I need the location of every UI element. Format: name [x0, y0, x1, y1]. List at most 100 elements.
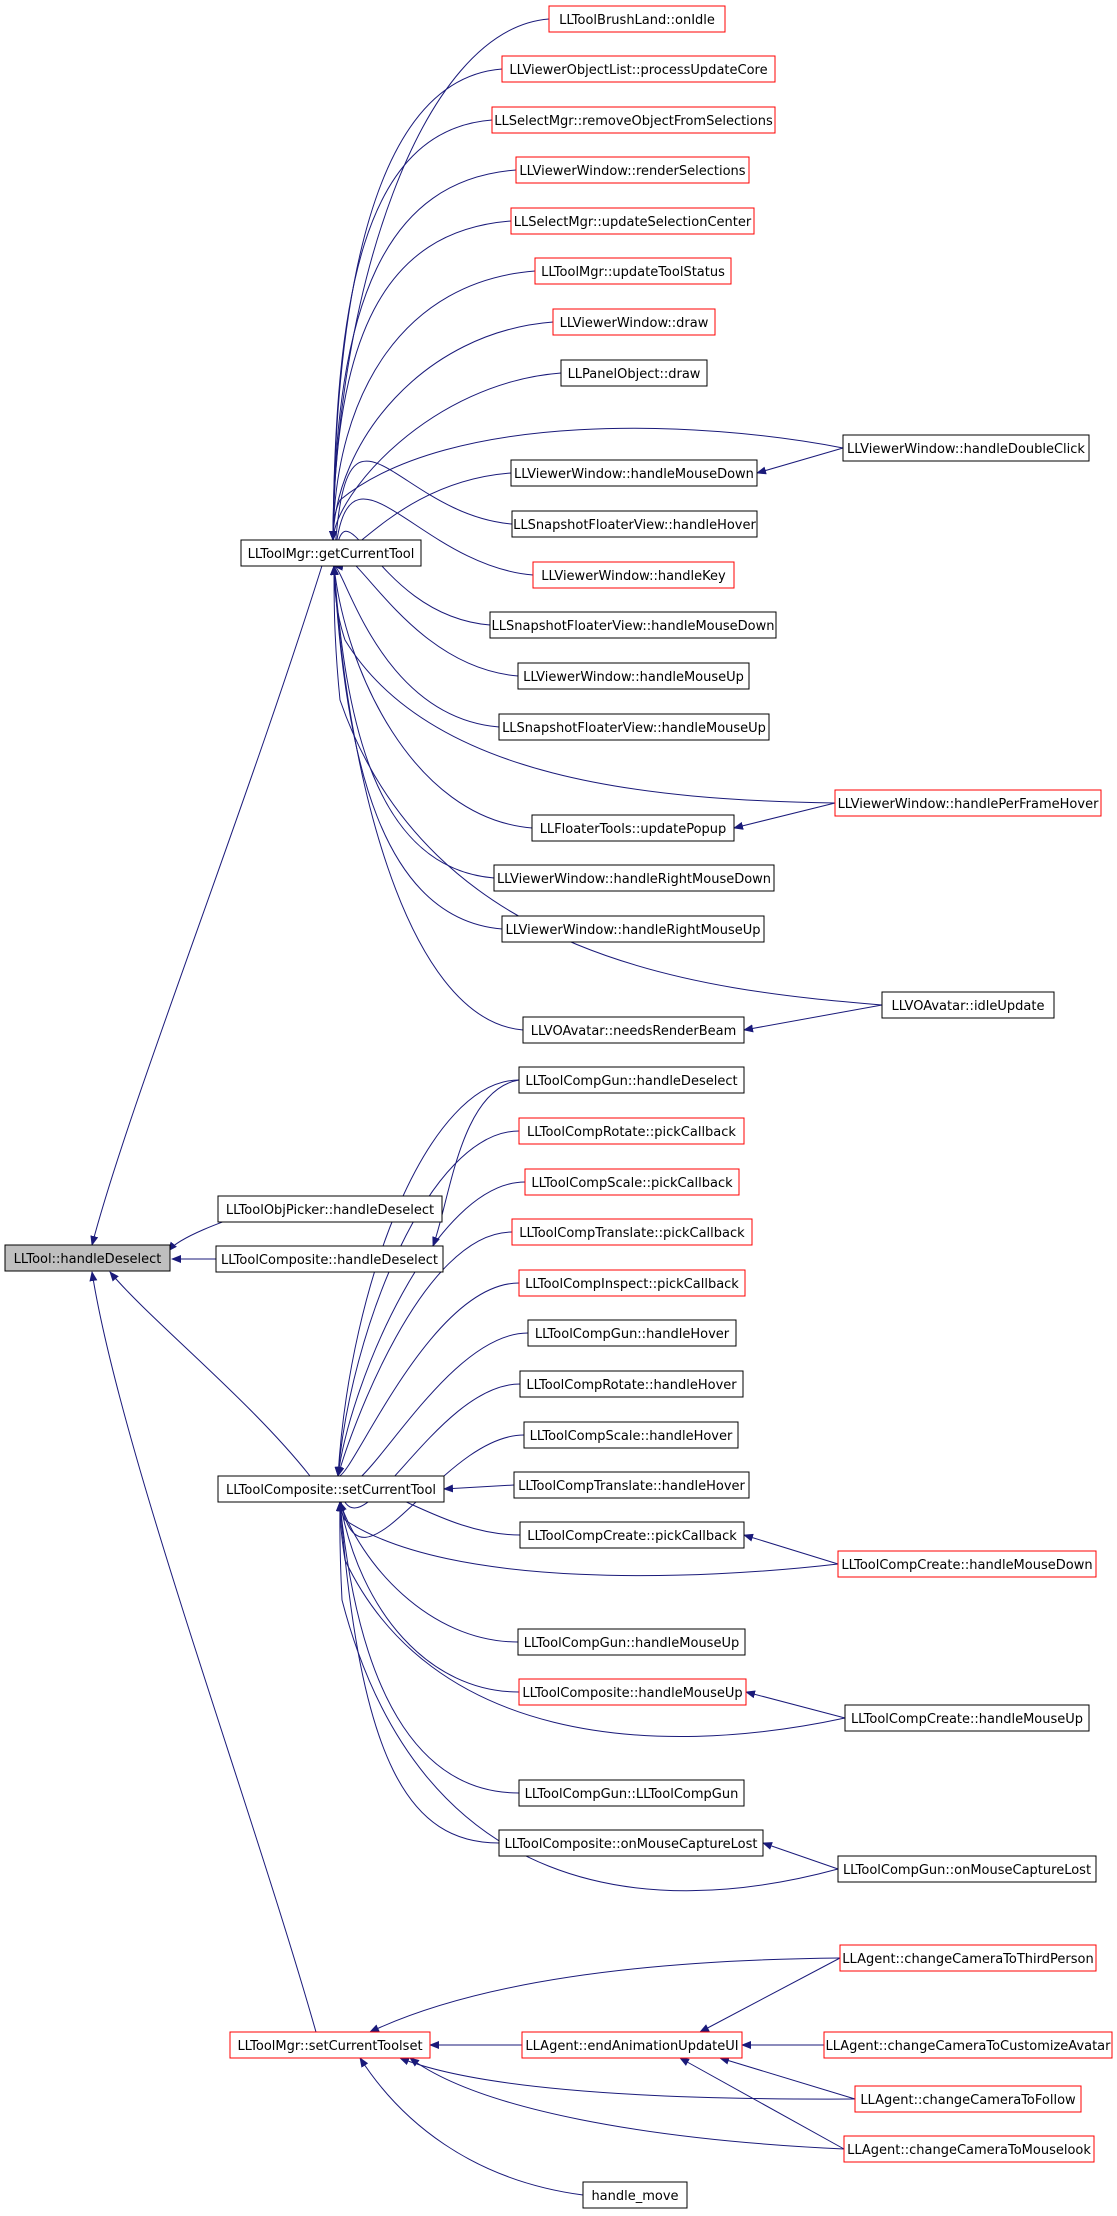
node-c9[interactable]: LLToolCompTranslate::handleHover: [513, 1471, 750, 1499]
node-box: [501, 915, 765, 943]
node-c12[interactable]: LLToolComposite::handleMouseUp: [518, 1678, 747, 1706]
node-box: [518, 1117, 745, 1145]
node-a8[interactable]: LLPanelObject::draw: [560, 359, 708, 387]
node-c13[interactable]: LLToolCompGun::LLToolCompGun: [518, 1779, 745, 1807]
node-a5[interactable]: LLSelectMgr::updateSelectionCenter: [510, 207, 755, 235]
node-box: [839, 1944, 1097, 1972]
node-box: [842, 434, 1090, 462]
node-box: [532, 561, 735, 589]
node-a1[interactable]: LLToolBrushLand::onIdle: [548, 5, 726, 33]
node-e1[interactable]: LLAgent::endAnimationUpdateUI: [521, 2031, 743, 2059]
node-box: [582, 2181, 688, 2209]
node-box: [517, 1628, 746, 1656]
call-edge: [330, 565, 836, 804]
node-a17[interactable]: LLViewerWindow::handleRightMouseUp: [501, 915, 765, 943]
node-label: LLToolCompScale::pickCallback: [531, 1176, 733, 1191]
node-n3[interactable]: LLToolComposite::handleDeselect: [215, 1245, 444, 1273]
node-label: LLSnapshotFloaterView::handleHover: [513, 518, 756, 533]
node-c10[interactable]: LLToolCompCreate::pickCallback: [519, 1521, 745, 1549]
node-box: [524, 1168, 740, 1196]
node-f3[interactable]: LLAgent::changeCameraToFollow: [854, 2085, 1082, 2113]
node-box: [521, 2031, 743, 2059]
node-box: [518, 1678, 747, 1706]
node-c1[interactable]: LLToolCompGun::handleDeselect: [518, 1066, 745, 1094]
node-n5[interactable]: LLToolMgr::setCurrentToolset: [229, 2031, 431, 2059]
node-label: LLAgent::changeCameraToCustomizeAvatar: [825, 2039, 1111, 2054]
node-label: LLToolMgr::getCurrentTool: [248, 547, 415, 562]
call-edge: [743, 1004, 883, 1033]
node-box: [881, 991, 1055, 1019]
node-d1[interactable]: LLToolCompCreate::handleMouseDown: [837, 1550, 1097, 1578]
node-label: LLViewerWindow::handleMouseDown: [514, 467, 754, 482]
node-label: LLToolCompScale::handleHover: [530, 1429, 733, 1444]
node-a15[interactable]: LLFloaterTools::updatePopup: [531, 814, 735, 842]
node-box: [548, 5, 726, 33]
node-label: LLViewerWindow::handleRightMouseDown: [497, 872, 771, 887]
node-a14[interactable]: LLSnapshotFloaterView::handleMouseUp: [498, 713, 770, 741]
node-a18[interactable]: LLVOAvatar::needsRenderBeam: [522, 1016, 745, 1044]
node-a7[interactable]: LLViewerWindow::draw: [552, 308, 716, 336]
call-edge: [409, 2057, 845, 2150]
node-c4[interactable]: LLToolCompTranslate::pickCallback: [511, 1218, 753, 1246]
call-edge: [336, 1501, 500, 1844]
node-a10[interactable]: LLSnapshotFloaterView::handleHover: [511, 510, 758, 538]
node-b3[interactable]: LLVOAvatar::idleUpdate: [881, 991, 1055, 1019]
node-n1[interactable]: LLToolMgr::getCurrentTool: [240, 539, 422, 567]
node-e2[interactable]: handle_move: [582, 2181, 688, 2209]
node-c8[interactable]: LLToolCompScale::handleHover: [523, 1421, 739, 1449]
call-edge: [699, 1957, 841, 2033]
call-edge: [762, 1842, 839, 1870]
node-c6[interactable]: LLToolCompGun::handleHover: [527, 1319, 737, 1347]
node-box: [511, 1218, 753, 1246]
call-edge: [336, 1501, 520, 1794]
node-n4[interactable]: LLToolComposite::setCurrentTool: [217, 1475, 445, 1503]
node-a3[interactable]: LLSelectMgr::removeObjectFromSelections: [491, 106, 776, 134]
node-box: [560, 359, 708, 387]
node-n0[interactable]: LLTool::handleDeselect: [4, 1244, 171, 1272]
node-label: LLToolCompGun::handleHover: [535, 1327, 730, 1342]
node-a4[interactable]: LLViewerWindow::renderSelections: [515, 156, 750, 184]
node-label: LLSelectMgr::removeObjectFromSelections: [494, 114, 773, 129]
node-c14[interactable]: LLToolComposite::onMouseCaptureLost: [498, 1829, 764, 1857]
node-f1[interactable]: LLAgent::changeCameraToThirdPerson: [839, 1944, 1097, 1972]
node-label: LLToolCompRotate::pickCallback: [527, 1125, 736, 1140]
node-a9[interactable]: LLViewerWindow::handleMouseDown: [510, 459, 758, 487]
call-edge: [90, 539, 331, 1246]
node-a6[interactable]: LLToolMgr::updateToolStatus: [534, 257, 732, 285]
node-box: [527, 1319, 737, 1347]
node-label: LLViewerWindow::handleKey: [541, 569, 726, 584]
node-a12[interactable]: LLSnapshotFloaterView::handleMouseDown: [489, 611, 777, 639]
node-box: [518, 1066, 745, 1094]
node-f4[interactable]: LLAgent::changeCameraToMouselook: [843, 2135, 1095, 2163]
node-c5[interactable]: LLToolCompInspect::pickCallback: [518, 1269, 746, 1297]
node-b2[interactable]: LLViewerWindow::handlePerFrameHover: [834, 789, 1102, 817]
node-a2[interactable]: LLViewerObjectList::processUpdateCore: [501, 55, 776, 83]
node-a16[interactable]: LLViewerWindow::handleRightMouseDown: [493, 864, 775, 892]
call-edge: [329, 68, 503, 541]
call-edge: [335, 1181, 526, 1477]
call-edge: [329, 169, 517, 541]
node-box: [493, 864, 775, 892]
node-n2[interactable]: LLToolObjPicker::handleDeselect: [217, 1195, 443, 1223]
call-edge: [109, 1271, 311, 1477]
node-c2[interactable]: LLToolCompRotate::pickCallback: [518, 1117, 745, 1145]
node-box: [513, 1471, 750, 1499]
node-a11[interactable]: LLViewerWindow::handleKey: [532, 561, 735, 589]
node-d2[interactable]: LLToolCompCreate::handleMouseUp: [844, 1704, 1090, 1732]
call-edge: [432, 1079, 520, 1247]
node-d3[interactable]: LLToolCompGun::onMouseCaptureLost: [837, 1855, 1097, 1883]
node-c11[interactable]: LLToolCompGun::handleMouseUp: [517, 1628, 746, 1656]
node-c7[interactable]: LLToolCompRotate::handleHover: [519, 1370, 744, 1398]
call-edge: [679, 2057, 845, 2150]
node-a13[interactable]: LLViewerWindow::handleMouseUp: [517, 662, 750, 690]
node-f2[interactable]: LLAgent::changeCameraToCustomizeAvatar: [823, 2031, 1113, 2059]
call-edge: [369, 1957, 841, 2033]
node-box: [240, 539, 422, 567]
node-label: LLViewerWindow::renderSelections: [519, 164, 745, 179]
node-c3[interactable]: LLToolCompScale::pickCallback: [524, 1168, 740, 1196]
node-box: [498, 1829, 764, 1857]
node-label: LLVOAvatar::idleUpdate: [891, 999, 1044, 1014]
node-box: [510, 207, 755, 235]
node-b1[interactable]: LLViewerWindow::handleDoubleClick: [842, 434, 1090, 462]
